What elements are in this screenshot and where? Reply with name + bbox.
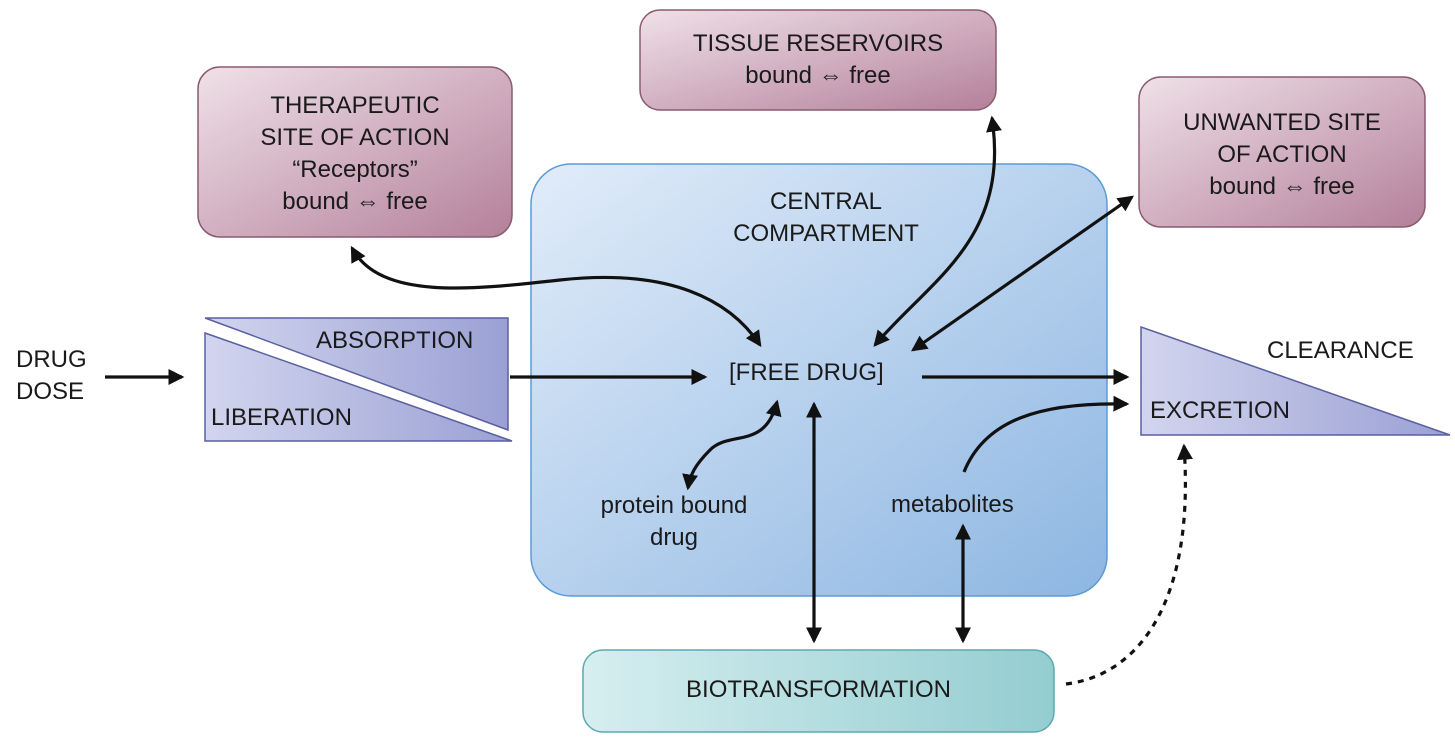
tissue-line1: TISSUE RESERVOIRS xyxy=(692,30,944,57)
biotransformation-label: BIOTRANSFORMATION xyxy=(686,676,951,703)
liberation-label: LIBERATION xyxy=(211,404,352,431)
therapeutic-line1: THERAPEUTIC xyxy=(270,92,440,119)
unwanted-site-box xyxy=(1138,76,1426,228)
central-compartment-label: CENTRAL COMPARTMENT xyxy=(706,186,946,250)
drug-dose-line1: DRUG xyxy=(16,346,87,373)
arrow-biotransformation-to-excretion xyxy=(1065,443,1193,686)
excretion-label: EXCRETION xyxy=(1150,397,1291,424)
arrow-free-drug-therapeutic xyxy=(350,245,762,347)
arrow-metabolites-to-excretion xyxy=(962,395,1130,473)
protein-bound-label: protein bound drug xyxy=(574,490,774,554)
unwanted-line2: OF ACTION xyxy=(1217,141,1347,168)
therapeutic-line3: “Receptors” xyxy=(292,156,418,183)
absorption-label: ABSORPTION xyxy=(316,327,474,354)
unwanted-line3: bound ⇔ free xyxy=(1209,173,1355,200)
central-line1: CENTRAL xyxy=(769,188,883,215)
tissue-line2: bound ⇔ free xyxy=(745,62,891,89)
therapeutic-site-label: THERAPEUTIC SITE OF ACTION “Receptors” b… xyxy=(198,90,512,218)
protein-bound-line2: drug xyxy=(649,524,699,551)
arrows xyxy=(105,115,1193,686)
drug-dose-label: DRUG DOSE xyxy=(16,344,87,408)
biotransformation-box xyxy=(582,649,1055,733)
clearance-label: CLEARANCE xyxy=(1267,337,1414,364)
clearance-triangle xyxy=(1140,325,1451,436)
tissue-reservoirs-box xyxy=(639,9,997,111)
drug-dose-line2: DOSE xyxy=(16,378,85,405)
therapeutic-site-box xyxy=(197,66,513,238)
metabolites-label: metabolites xyxy=(891,491,1014,518)
free-drug-label: [FREE DRUG] xyxy=(729,359,884,386)
tissue-reservoirs-label: TISSUE RESERVOIRS bound ⇔ free xyxy=(640,28,996,92)
protein-bound-line1: protein bound xyxy=(600,492,748,519)
arrow-free-drug-protein xyxy=(682,399,782,491)
central-line2: COMPARTMENT xyxy=(733,220,919,247)
therapeutic-line4: bound ⇔ free xyxy=(282,188,428,215)
arrow-free-drug-unwanted xyxy=(911,195,1134,352)
liberation-triangle xyxy=(204,331,513,442)
therapeutic-line2: SITE OF ACTION xyxy=(260,124,450,151)
unwanted-site-label: UNWANTED SITE OF ACTION bound ⇔ free xyxy=(1139,107,1425,203)
unwanted-line1: UNWANTED SITE xyxy=(1183,109,1381,136)
